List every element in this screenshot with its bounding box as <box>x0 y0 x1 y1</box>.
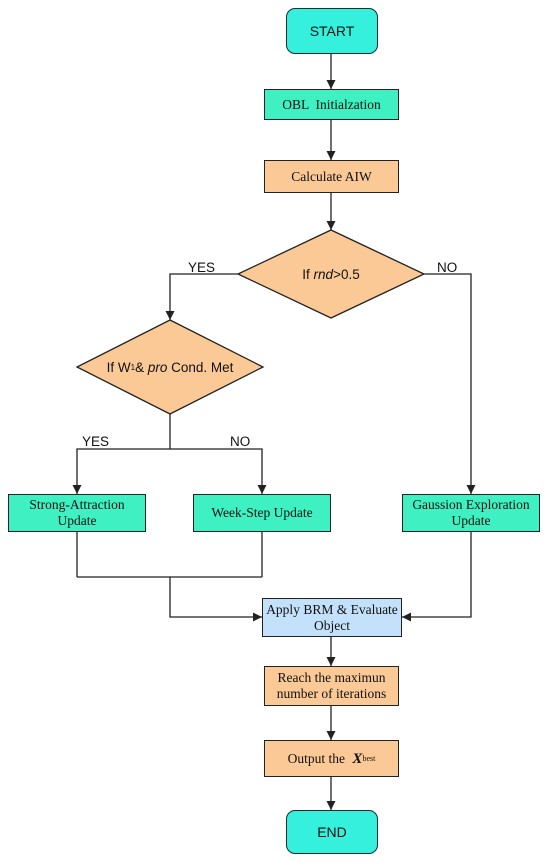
gaussion-exploration-box: Gaussion Exploration Update <box>402 494 540 532</box>
obl-initialization-label: OBL Initialzation <box>282 96 381 112</box>
rnd-no-label: NO <box>437 260 458 275</box>
start-node: START <box>286 8 378 54</box>
calculate-aiw-label: Calculate AIW <box>291 168 372 184</box>
decision-rnd-var: rnd <box>313 266 334 282</box>
edge-gauss-to-brm <box>402 532 472 622</box>
gaussion-line1: Gaussion Exploration <box>412 497 530 512</box>
w-yes-label: YES <box>82 434 110 449</box>
w-no-label: NO <box>230 434 251 449</box>
edge-w-no <box>170 448 267 494</box>
edge-rnd-no <box>424 273 476 494</box>
apply-brm-box: Apply BRM & Evaluate Object <box>262 598 402 637</box>
decision-w-suffix: Cond. Met <box>167 359 234 375</box>
reach-max-line2: number of iterations <box>276 686 387 701</box>
apply-brm-line1: Apply BRM & Evaluate <box>266 601 398 617</box>
week-step-box: Week-Step Update <box>193 494 331 532</box>
end-node: END <box>286 810 378 854</box>
edge-rnd-yes <box>165 273 238 320</box>
decision-rnd-prefix: If <box>302 266 314 282</box>
decision-w-subscript: 1 <box>130 362 136 372</box>
apply-brm-line2: Object <box>314 617 350 633</box>
gaussion-line2: Update <box>451 513 491 528</box>
reach-max-iterations-box: Reach the maximun number of iterations <box>264 666 399 706</box>
reach-max-line1: Reach the maximun <box>277 670 386 685</box>
calculate-aiw-box: Calculate AIW <box>264 160 399 193</box>
decision-w-prefix: If W <box>106 359 131 375</box>
decision-rnd-suffix: >0.5 <box>333 266 360 282</box>
output-x-var: X <box>352 750 363 767</box>
strong-attraction-box: Strong-Attraction Update <box>8 494 146 532</box>
edge-join-to-brm <box>169 577 262 622</box>
strong-attraction-line2: Update <box>57 513 97 528</box>
end-label: END <box>317 824 347 840</box>
rnd-yes-label: YES <box>188 260 216 275</box>
start-label: START <box>309 23 355 39</box>
strong-attraction-line1: Strong-Attraction <box>29 497 125 512</box>
decision-rnd-shape <box>236 229 426 319</box>
decision-w-var: pro <box>147 359 168 375</box>
week-step-label: Week-Step Update <box>211 505 313 520</box>
decision-rnd-text: If rnd>0.5 <box>238 262 424 286</box>
edge-w-yes <box>72 448 170 494</box>
obl-initialization-box: OBL Initialzation <box>264 89 399 120</box>
decision-w-mid: & <box>135 359 148 375</box>
output-x-subscript: best <box>362 753 376 763</box>
decision-w-shape <box>75 319 265 415</box>
output-prefix: Output the <box>287 750 349 766</box>
